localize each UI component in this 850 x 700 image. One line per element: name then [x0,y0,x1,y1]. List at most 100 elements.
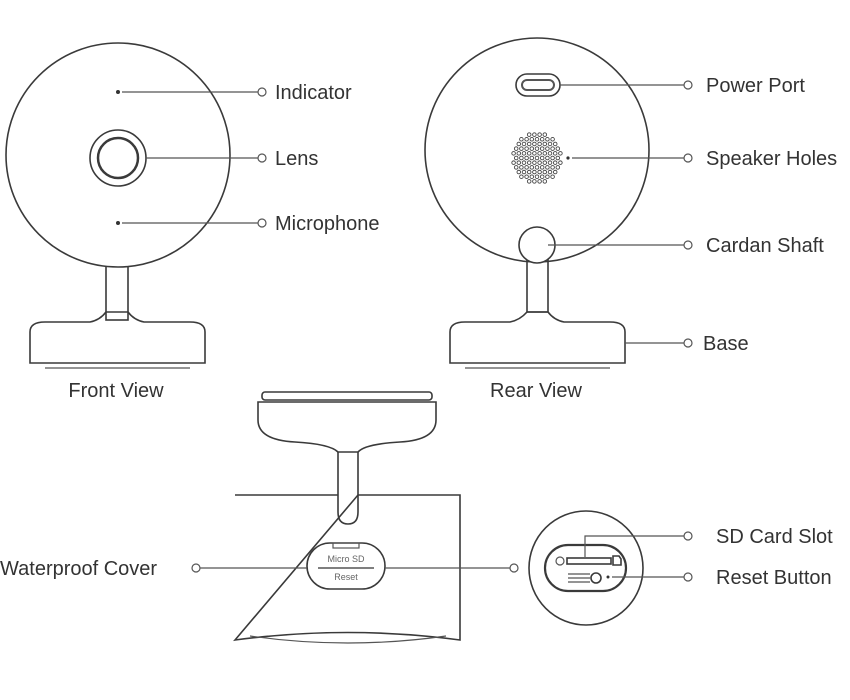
speaker-hole [532,151,537,156]
speaker-hole [539,155,545,161]
leader-end [683,338,693,348]
speaker-hole [537,169,542,175]
speaker-hole [545,146,550,151]
speaker-hole [521,141,527,147]
speaker-hole [519,146,524,151]
waterproof-cover [306,542,386,590]
speaker-hole [542,160,548,165]
speaker-hole [539,137,545,142]
speaker-hole [547,169,553,175]
speaker-hole [526,169,532,175]
speaker-hole [550,165,555,170]
speaker-hole [542,179,548,184]
speaker-hole [552,151,558,156]
speaker-hole [534,137,540,142]
base-label: Base [703,333,749,355]
sd-card-icon [612,555,622,566]
rear-view: Power Port Speaker Holes Cardan Shaft Ba… [424,37,837,402]
microphone-label: Microphone [275,213,380,235]
leader-end [257,87,267,97]
speaker-hole [555,155,561,161]
speaker-hole [542,169,548,175]
cover-text-micro-sd: Micro SD [327,554,365,564]
speaker-hole [550,155,555,161]
speaker-hole [558,151,563,156]
speaker-hole [558,160,563,165]
speaker-hole [542,141,548,147]
speaker-hole [519,174,524,179]
speaker-hole [526,179,532,184]
speaker-hole [529,174,535,179]
speaker-hole [526,160,532,165]
speaker-hole [545,155,550,161]
speaker-hole [521,151,527,156]
power-port-inner [521,79,555,91]
leader-end [683,153,693,163]
speaker-hole [545,165,550,170]
camera-bottom-body [233,494,461,642]
waterproof-cover-label: Waterproof Cover [0,558,157,580]
speaker-hole [534,146,540,151]
rear-base [449,311,626,364]
speaker-hole [532,132,537,137]
speaker-hole [547,141,553,147]
speaker-holes-label: Speaker Holes [706,148,837,170]
front-view: Indicator Lens Microphone Front View [5,42,380,402]
speaker-hole [547,160,553,165]
speaker-hole [529,155,535,161]
speaker-hole [555,146,561,151]
speaker-hole [545,137,550,142]
speaker-hole [537,132,542,137]
speaker-hole [529,146,535,151]
leader-end [257,218,267,228]
speaker-hole [526,141,532,147]
microphone-dot [116,221,120,225]
speaker-hole [539,146,545,151]
speaker-hole [550,137,555,142]
speaker-hole [534,155,540,161]
cover-text-reset: Reset [334,572,358,582]
leader-end [683,240,693,250]
cover-tab [332,542,360,549]
sd-slot-leader [584,535,684,557]
speaker-hole [537,160,542,165]
speaker-hole [537,179,542,184]
speaker-hole [537,151,542,156]
speaker-hole [513,155,519,161]
speaker-hole [537,141,542,147]
leader-end [683,531,693,541]
leader-end [257,153,267,163]
power-port-label: Power Port [706,75,805,97]
speaker-hole [542,132,548,137]
speaker-hole [516,169,522,175]
front-camera-body [5,42,231,268]
speaker-hole [552,160,558,165]
speaker-hole [519,137,524,142]
leader-end [683,572,693,582]
speaker-hole [532,169,537,175]
front-base [29,311,206,364]
reset-dot [606,575,610,579]
reset-button [590,572,602,584]
cardan-shaft-label: Cardan Shaft [706,235,824,257]
leader-end [683,80,693,90]
speaker-hole [526,132,532,137]
speaker-hole [511,160,516,165]
speaker-dot [566,156,570,160]
speaker-hole [519,155,524,161]
speaker-hole [545,174,550,179]
speaker-hole [534,165,540,170]
speaker-hole [511,151,516,156]
front-view-caption: Front View [68,380,164,402]
speaker-hole [542,151,548,156]
speaker-hole [524,165,529,170]
speaker-hole [524,174,529,179]
rear-view-caption: Rear View [490,380,582,402]
speaker-hole [516,141,522,147]
speaker-hole [547,151,553,156]
speaker-hole [513,146,519,151]
speaker-hole [539,174,545,179]
speaker-hole [529,137,535,142]
